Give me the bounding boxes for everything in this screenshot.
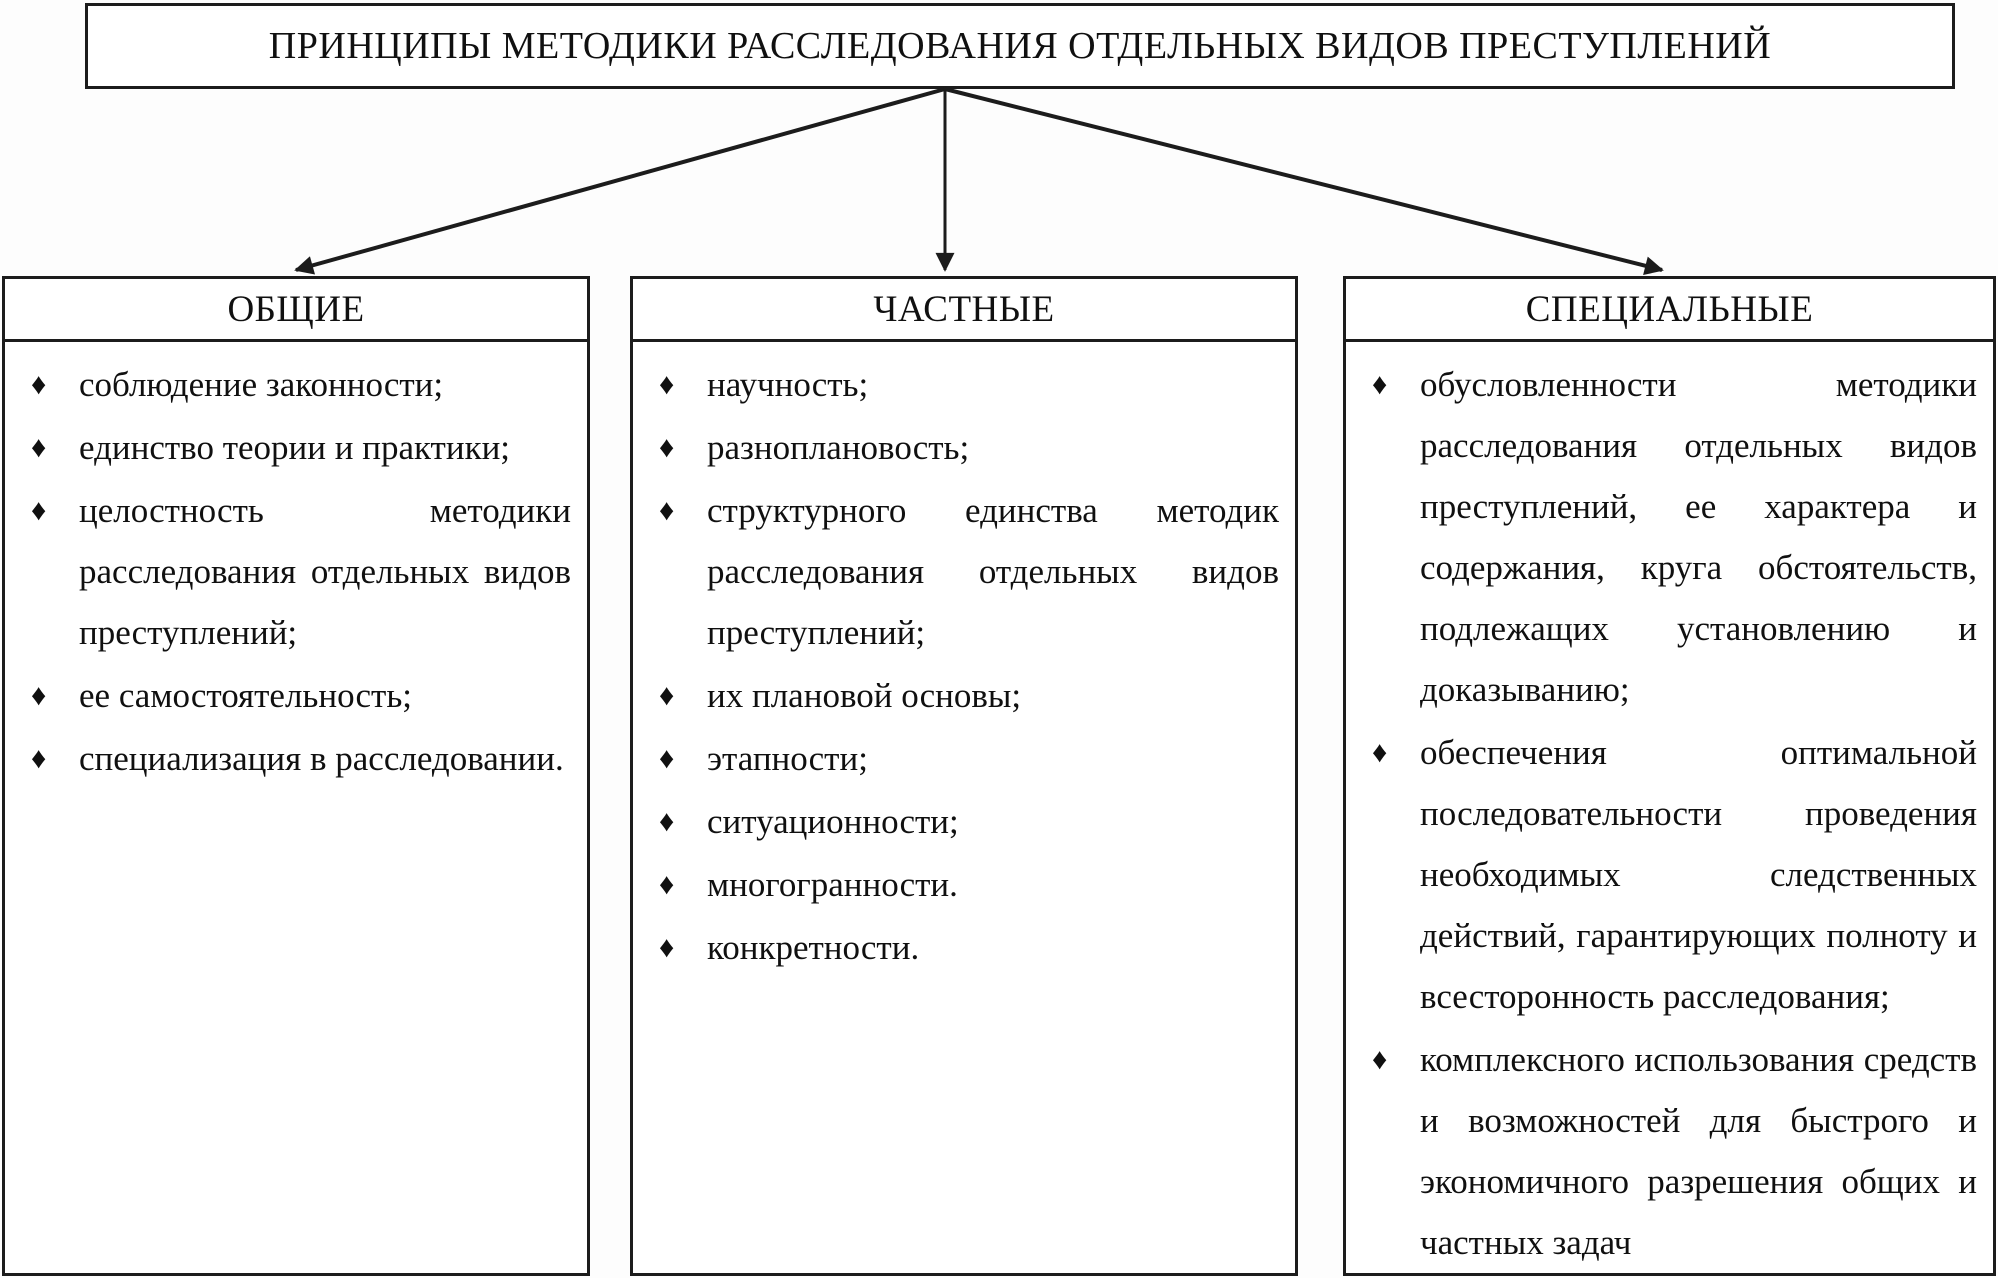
column-general-header: ОБЩИЕ (5, 279, 587, 342)
diamond-bullet-icon: ♦ (31, 679, 47, 712)
list-item-text: их плановой основы; (707, 676, 1022, 715)
list-item-text: этапности; (707, 739, 868, 778)
diamond-bullet-icon: ♦ (659, 868, 675, 901)
list-item: ♦ единство теории и практики; (5, 417, 587, 478)
diamond-bullet-icon: ♦ (1372, 1043, 1388, 1076)
list-item: ♦ соблюдение законности; (5, 354, 587, 415)
list-item: ♦ многогранности. (633, 854, 1295, 915)
diamond-bullet-icon: ♦ (659, 494, 675, 527)
arrow-to-general-icon (294, 87, 946, 275)
list-item: ♦ разноплановость; (633, 417, 1295, 478)
diamond-bullet-icon: ♦ (659, 431, 675, 464)
list-item: ♦ комплексного использования средств и во… (1346, 1029, 1993, 1273)
list-item: ♦ обусловленности методики расследования … (1346, 354, 1993, 720)
diamond-bullet-icon: ♦ (31, 742, 47, 775)
list-item-text: ситуационности; (707, 802, 959, 841)
list-item: ♦ научность; (633, 354, 1295, 415)
list-item-text: комплексного использования средств и воз… (1420, 1040, 1977, 1262)
column-special-items: ♦ обусловленности методики расследования … (1346, 342, 1993, 1273)
diamond-bullet-icon: ♦ (659, 805, 675, 838)
list-item: ♦ обеспечения оптимальной последовательно… (1346, 722, 1993, 1027)
diagram-title: ПРИНЦИПЫ МЕТОДИКИ РАССЛЕДОВАНИЯ ОТДЕЛЬНЫ… (268, 25, 1772, 67)
diamond-bullet-icon: ♦ (659, 742, 675, 775)
list-item: ♦ их плановой основы; (633, 665, 1295, 726)
diamond-bullet-icon: ♦ (31, 368, 47, 401)
list-item-text: научность; (707, 365, 869, 404)
arrow-to-special-icon (944, 87, 1664, 276)
list-item: ♦ ее самостоятельность; (5, 665, 587, 726)
column-private: ЧАСТНЫЕ ♦ научность; ♦ разноплановость; ♦ стр… (630, 276, 1298, 1276)
list-item-text: обеспечения оптимальной последовательнос… (1420, 733, 1977, 1016)
list-item-text: целостность методики расследования отдел… (79, 491, 571, 652)
column-general: ОБЩИЕ ♦ соблюдение законности; ♦ единство т… (2, 276, 590, 1276)
column-private-items: ♦ научность; ♦ разноплановость; ♦ структурног… (633, 342, 1295, 1273)
list-item-text: конкретности. (707, 928, 920, 967)
list-item-text: многогранности. (707, 865, 958, 904)
column-header-label: ОБЩИЕ (227, 288, 365, 330)
diamond-bullet-icon: ♦ (659, 931, 675, 964)
diamond-bullet-icon: ♦ (659, 368, 675, 401)
list-item-text: разноплановость; (707, 428, 970, 467)
diamond-bullet-icon: ♦ (31, 494, 47, 527)
list-item-text: структурного единства методик расследова… (707, 491, 1279, 652)
title-box: ПРИНЦИПЫ МЕТОДИКИ РАССЛЕДОВАНИЯ ОТДЕЛЬНЫ… (85, 3, 1955, 89)
column-header-label: ЧАСТНЫЕ (873, 288, 1055, 330)
diamond-bullet-icon: ♦ (1372, 368, 1388, 401)
list-item-text: обусловленности методики расследования о… (1420, 365, 1977, 709)
list-item-text: ее самостоятельность; (79, 676, 413, 715)
diamond-bullet-icon: ♦ (659, 679, 675, 712)
column-header-label: СПЕЦИАЛЬНЫЕ (1525, 288, 1814, 330)
list-item: ♦ целостность методики расследования отде… (5, 480, 587, 663)
column-private-header: ЧАСТНЫЕ (633, 279, 1295, 342)
list-item: ♦ структурного единства методик расследов… (633, 480, 1295, 663)
diamond-bullet-icon: ♦ (1372, 736, 1388, 769)
list-item-text: специализация в расследовании. (79, 739, 564, 778)
list-item: ♦ ситуационности; (633, 791, 1295, 852)
list-item: ♦ этапности; (633, 728, 1295, 789)
list-item-text: соблюдение законности; (79, 365, 444, 404)
list-item: ♦ специализация в расследовании. (5, 728, 587, 789)
diamond-bullet-icon: ♦ (31, 431, 47, 464)
column-special-header: СПЕЦИАЛЬНЫЕ (1346, 279, 1993, 342)
list-item: ♦ конкретности. (633, 917, 1295, 978)
column-general-items: ♦ соблюдение законности; ♦ единство теории … (5, 342, 587, 1273)
list-item-text: единство теории и практики; (79, 428, 511, 467)
column-special: СПЕЦИАЛЬНЫЕ ♦ обусловленности методики ра… (1343, 276, 1996, 1276)
